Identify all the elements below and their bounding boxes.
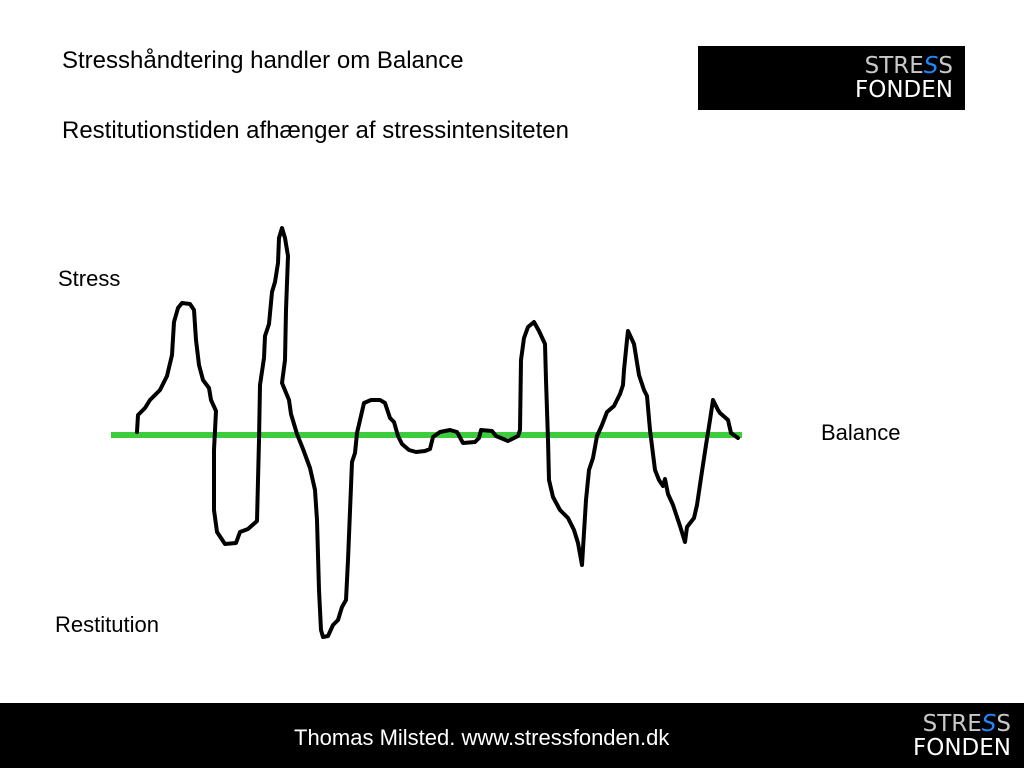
stress-curve — [135, 226, 740, 639]
footer-text: Thomas Milsted. www.stressfonden.dk — [294, 725, 670, 750]
footer-bar: Thomas Milsted. www.stressfonden.dk — [0, 703, 1024, 768]
slide-title: Stresshåndtering handler om Balance — [62, 47, 464, 74]
stress-label: Stress — [58, 266, 121, 291]
stressfonden-logo-footer: STRESS FONDEN — [905, 709, 1015, 763]
balance-label: Balance — [821, 420, 901, 445]
slide-subtitle: Restitutionstiden afhænger af stressinte… — [62, 117, 569, 144]
restitution-label: Restitution — [55, 612, 159, 637]
stressfonden-logo: STRESS FONDEN — [698, 46, 965, 110]
